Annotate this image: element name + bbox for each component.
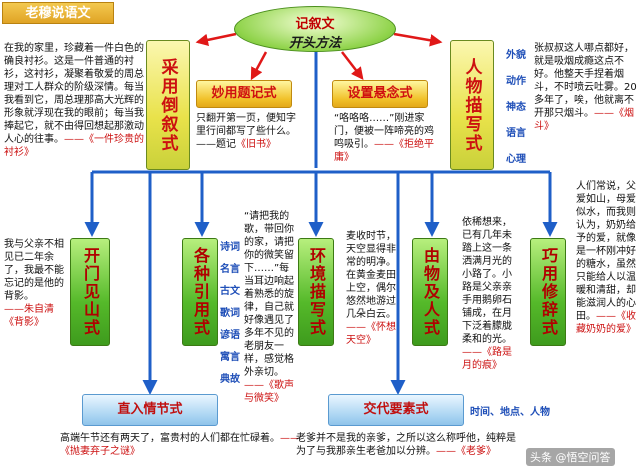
- xuannian-text: “咯咯咯……”刚进家门，便被一阵啼亮的鸡鸣吸引。: [334, 113, 434, 150]
- tiji-label: 妙用题记式: [196, 80, 292, 108]
- tiji-source: 《旧书》: [236, 139, 276, 150]
- yinyong-type-2: 古文: [220, 286, 240, 297]
- yinyong-type-3: 歌词: [220, 308, 240, 319]
- qiaoyong-source: ——《收藏奶奶的爱》: [576, 311, 636, 335]
- zhiru-source: ——《抛妻弃子之谜》: [60, 433, 300, 457]
- daoxu-example: 在我的家里，珍藏着一件白色的确良衬衫。这是一件普通的衬衫，这衬衫，凝聚着敬爱的周…: [4, 42, 144, 159]
- renwu-aspect-2: 神态: [506, 102, 526, 113]
- arrow-to-tiji: [250, 51, 268, 81]
- kaimen-source: 《背影》: [4, 317, 44, 328]
- tiji-source-prefix: ——题记: [196, 139, 236, 150]
- watermark: 头条 @悟空问答: [526, 448, 615, 466]
- qiaoyong-example: 人们常说，父爱如山，母爱似水，而我则认为，奶奶给予的爱，就像是一杯刚冲好的糖水，…: [576, 180, 638, 336]
- yinyong-text: “请把我的歌，带回你的家，请把你的微笑留下……”每当耳边响起着熟悉的旋律，自己就…: [244, 211, 294, 378]
- center-node: 记叙文 开头方法: [234, 6, 396, 52]
- kaimen-label: 开门见山式: [70, 238, 110, 346]
- center-line2: 开头方法: [288, 36, 341, 51]
- tiji-text: 只翻开第一页，便知字里行间都写了些什么。: [196, 113, 296, 137]
- huanjing-source: ——《怀想天空》: [346, 322, 396, 346]
- kaimen-text: 我与父亲不相见已二年余了，我最不能忘记的是他的背影。: [4, 239, 64, 302]
- renwu-aspect-3: 语言: [506, 128, 526, 139]
- renwu-aspect-1: 动作: [506, 76, 526, 87]
- arrow-to-daoxu: [195, 32, 237, 47]
- tiji-example: 只翻开第一页，便知字里行间都写了些什么。 ——题记《旧书》: [196, 112, 300, 151]
- renwu-aspect-4: 心理: [506, 154, 526, 165]
- zhiru-example: 高端午节还有两天了，富贵村的人们都在忙碌着。——《抛妻弃子之谜》: [60, 432, 300, 458]
- daoxu-label: 采用倒叙式: [146, 40, 190, 170]
- yinyong-type-5: 寓言: [220, 352, 240, 363]
- qiaoyong-text: 人们常说，父爱如山，母爱似水，而我则认为，奶奶给予的爱，就像是一杯刚冲好的糖水，…: [576, 181, 636, 322]
- renwu-label: 人物描写式: [450, 40, 494, 170]
- jiaodai-text: 老爹并不是我的亲爹，之所以这么称呼他，纯粹是为了与我那亲生老爸加以分辨。: [296, 433, 516, 457]
- yinyong-type-1: 名言: [220, 264, 240, 275]
- renwu-example: 张叔叔这人哪点都好，就是吸烟成瘾这点不好。他整天手捏着烟斗，不时喷云吐雾。20多…: [534, 42, 638, 133]
- jiaodai-elements: 时间、地点、人物: [470, 407, 550, 418]
- youwu-example: 依稀想来，已有几年未踏上这一条洒满月光的小路了。小路是父亲亲手用鹅卵石铺成，在月…: [462, 216, 518, 372]
- jiaodai-source: ——《老爹》: [436, 446, 496, 457]
- arrow-to-renwu: [393, 32, 443, 47]
- daoxu-text: 在我的家里，珍藏着一件白色的确良衬衫。这是一件普通的衬衫，这衬衫，凝聚着敬爱的周…: [4, 43, 144, 145]
- renwu-aspect-0: 外貌: [506, 50, 526, 61]
- qiaoyong-label: 巧用修辞式: [530, 238, 566, 346]
- yinyong-source: ——《歌声与微笑》: [244, 380, 294, 404]
- youwu-text: 依稀想来，已有几年未踏上这一条洒满月光的小路了。小路是父亲亲手用鹅卵石铺成，在月…: [462, 217, 512, 345]
- jiaodai-label: 交代要素式: [328, 394, 464, 426]
- yinyong-type-4: 谚语: [220, 330, 240, 341]
- kaimen-source-prefix: ——朱自清: [4, 304, 54, 315]
- jiaodai-example: 老爹并不是我的亲爹，之所以这么称呼他，纯粹是为了与我那亲生老爸加以分辨。——《老…: [296, 432, 522, 458]
- kaimen-example: 我与父亲不相见已二年余了，我最不能忘记的是他的背影。 ——朱自清《背影》: [4, 238, 68, 329]
- renwu-source: ——《烟斗》: [534, 108, 634, 132]
- huanjing-label: 环境描写式: [298, 238, 334, 346]
- yinyong-type-6: 典故: [220, 374, 240, 385]
- zhiru-text: 高端午节还有两天了，富贵村的人们都在忙碌着。: [60, 433, 280, 444]
- xuannian-example: “咯咯咯……”刚进家门，便被一阵啼亮的鸡鸣吸引。——《拒绝平庸》: [334, 112, 442, 164]
- xuannian-label: 设置悬念式: [332, 80, 428, 108]
- arrow-to-xuannian: [341, 51, 364, 80]
- youwu-label: 由物及人式: [412, 238, 448, 346]
- page-title: 老穆说语文: [2, 2, 114, 24]
- center-line1: 记叙文: [295, 17, 335, 32]
- zhiru-label: 直入情节式: [82, 394, 218, 426]
- yinyong-type-0: 诗词: [220, 242, 240, 253]
- yinyong-label: 各种引用式: [182, 238, 218, 346]
- renwu-text: 张叔叔这人哪点都好，就是吸烟成瘾这点不好。他整天手捏着烟斗，不时喷云吐雾。20多…: [534, 43, 637, 119]
- youwu-source: ——《路是月的痕》: [462, 347, 512, 371]
- daoxu-source: ——《一件珍贵的衬衫》: [4, 134, 144, 158]
- xuannian-source: ——《拒绝平庸》: [334, 139, 434, 163]
- huanjing-example: 麦收时节，天空显得非常的明净。在黄金麦田上空，偶尔悠然地游过几朵白云。——《怀想…: [346, 230, 398, 347]
- yinyong-example: “请把我的歌，带回你的家，请把你的微笑留下……”每当耳边响起着熟悉的旋律，自己就…: [244, 210, 296, 405]
- huanjing-text: 麦收时节，天空显得非常的明净。在黄金麦田上空，偶尔悠然地游过几朵白云。: [346, 231, 396, 320]
